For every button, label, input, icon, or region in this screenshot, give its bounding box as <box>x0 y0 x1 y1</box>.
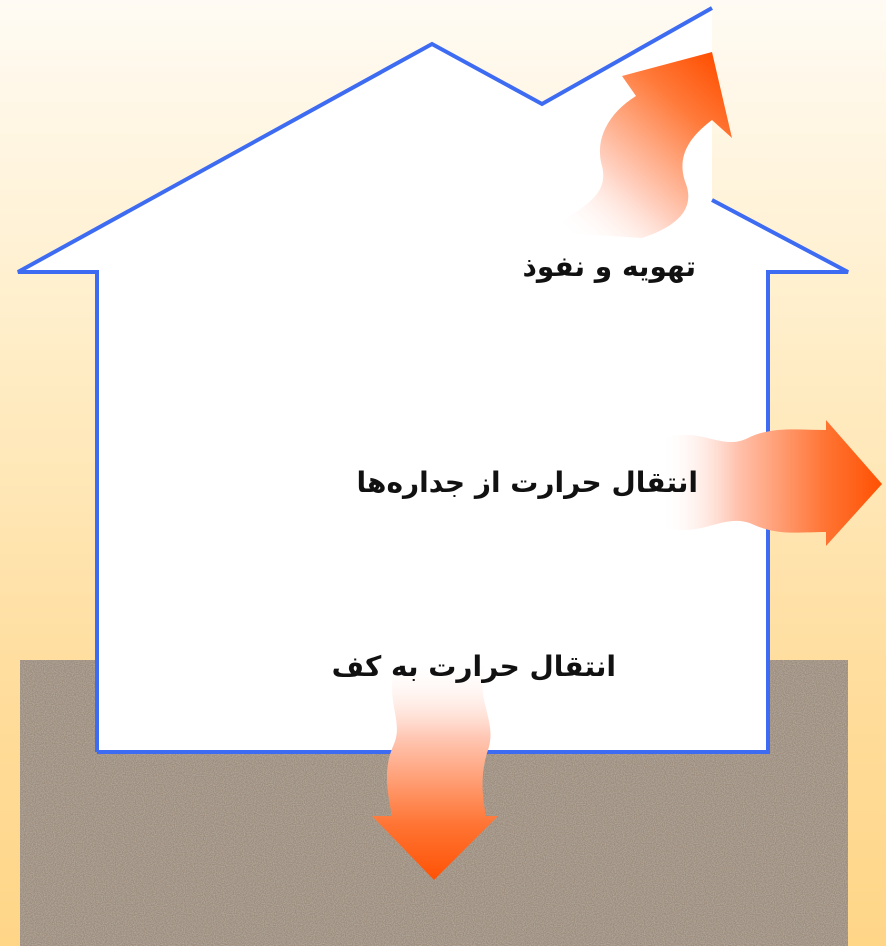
floor-heat-transfer-label: انتقال حرارت به کف <box>332 650 616 683</box>
ventilation-label: تهویه و نفوذ <box>522 250 696 283</box>
walls-heat-transfer-label: انتقال حرارت از جداره‌ها <box>357 466 698 499</box>
